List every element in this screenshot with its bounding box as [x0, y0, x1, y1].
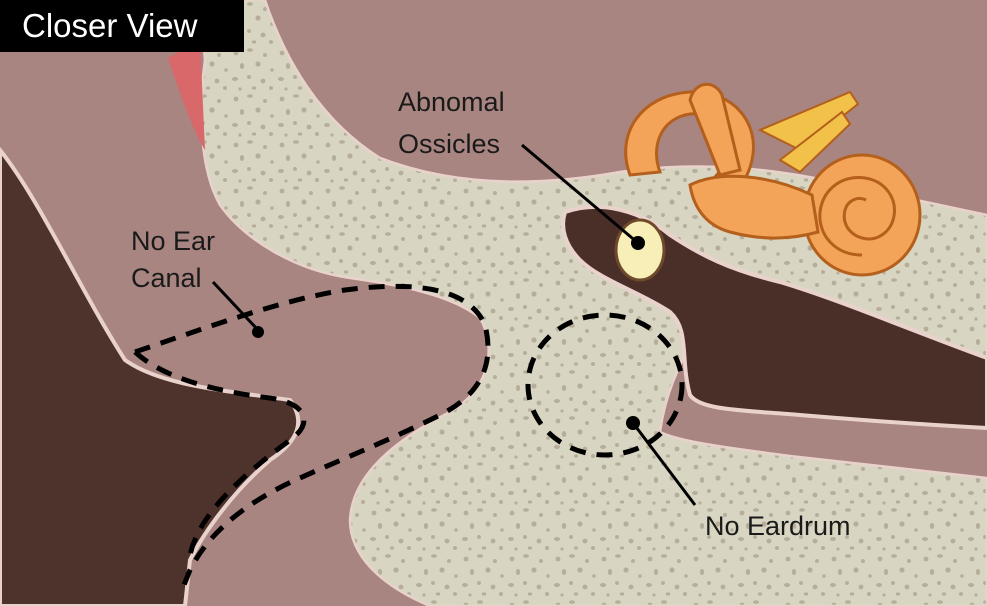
cochlea: [804, 155, 920, 275]
label-abnormal-ossicles-1: Abnomal: [398, 87, 505, 117]
label-no-ear-canal-2: Canal: [131, 263, 202, 293]
label-abnormal-ossicles-2: Ossicles: [398, 129, 500, 159]
label-no-ear-canal-1: No Ear: [131, 226, 215, 256]
label-no-eardrum: No Eardrum: [705, 511, 851, 541]
page-title: Closer View: [22, 7, 198, 44]
